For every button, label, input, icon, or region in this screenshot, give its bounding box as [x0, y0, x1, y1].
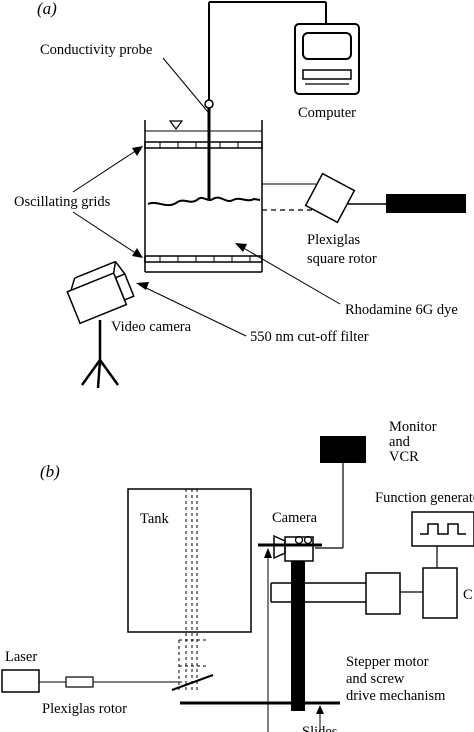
plexiglas-label-line1: Plexiglas: [307, 232, 361, 248]
conductivity-probe-icon: [204, 99, 214, 200]
tank-outline: [144, 120, 263, 273]
controller-letter: C: [463, 587, 473, 603]
stepper-motor-box: [365, 572, 401, 615]
top-grid: [144, 141, 263, 149]
panel-a: (a) Computer Conductivity probe: [14, 0, 466, 389]
camera-icon: [273, 534, 314, 562]
camera-label: Camera: [272, 510, 318, 526]
laser-label: Laser: [5, 649, 37, 665]
filter-label: 550 nm cut-off filter: [250, 329, 369, 345]
panel-a-label: (a): [37, 0, 57, 18]
water-level-icon: [168, 120, 184, 130]
function-generator-label: Function generator: [375, 490, 474, 506]
function-generator-icon: [411, 511, 474, 547]
monitor-label-line1: Monitor: [389, 419, 437, 435]
panel-b: (b) Monitor and VCR Function generator C: [1, 419, 474, 732]
screw-drive: [270, 582, 366, 603]
probe-cable: [208, 1, 327, 100]
oscillating-grids-label: Oscillating grids: [14, 194, 111, 210]
rhodamine-arrow: [235, 243, 341, 305]
laser-sheet-lines: [178, 489, 206, 690]
monitor-label-line3: VCR: [389, 449, 419, 465]
laser-block: [386, 194, 466, 213]
slides-label: Slides: [302, 724, 338, 732]
conductivity-probe-label: Conductivity probe: [40, 42, 152, 58]
plexiglas-rotor-icon: [65, 676, 94, 688]
light-path: [262, 183, 386, 211]
stepper-label-line1: Stepper motor: [346, 654, 429, 670]
panel-b-label: (b): [40, 462, 60, 481]
tripod-icon: [80, 320, 120, 389]
rhodamine-dye-label: Rhodamine 6G dye: [345, 302, 458, 318]
filter-arrow: [136, 282, 247, 337]
monitor-label-line2: and: [389, 434, 411, 450]
slides-arrows: [264, 548, 324, 732]
controller-box: [422, 567, 458, 619]
traverse-rail: [291, 561, 305, 711]
video-camera-label: Video camera: [111, 319, 192, 335]
laser-icon: [1, 669, 40, 693]
plexiglas-rotor-label: Plexiglas rotor: [42, 701, 127, 717]
plexiglas-square-rotor: [304, 172, 356, 224]
monitor-icon: [320, 436, 366, 463]
computer-icon: [294, 23, 360, 95]
stepper-label-line2: and screw: [346, 671, 405, 687]
stepper-label-line3: drive mechanism: [346, 688, 446, 704]
computer-label: Computer: [298, 105, 356, 121]
plexiglas-label-line2: square rotor: [307, 251, 377, 267]
monitor-cable: [315, 463, 344, 549]
density-interface: [147, 196, 261, 207]
tank-label: Tank: [140, 511, 170, 527]
tank-outline-b: [127, 488, 252, 633]
video-camera-icon: [66, 260, 135, 325]
oscillating-grids-arrows: [72, 146, 143, 258]
bottom-grid: [144, 255, 263, 263]
mirror-icon: [171, 674, 214, 691]
